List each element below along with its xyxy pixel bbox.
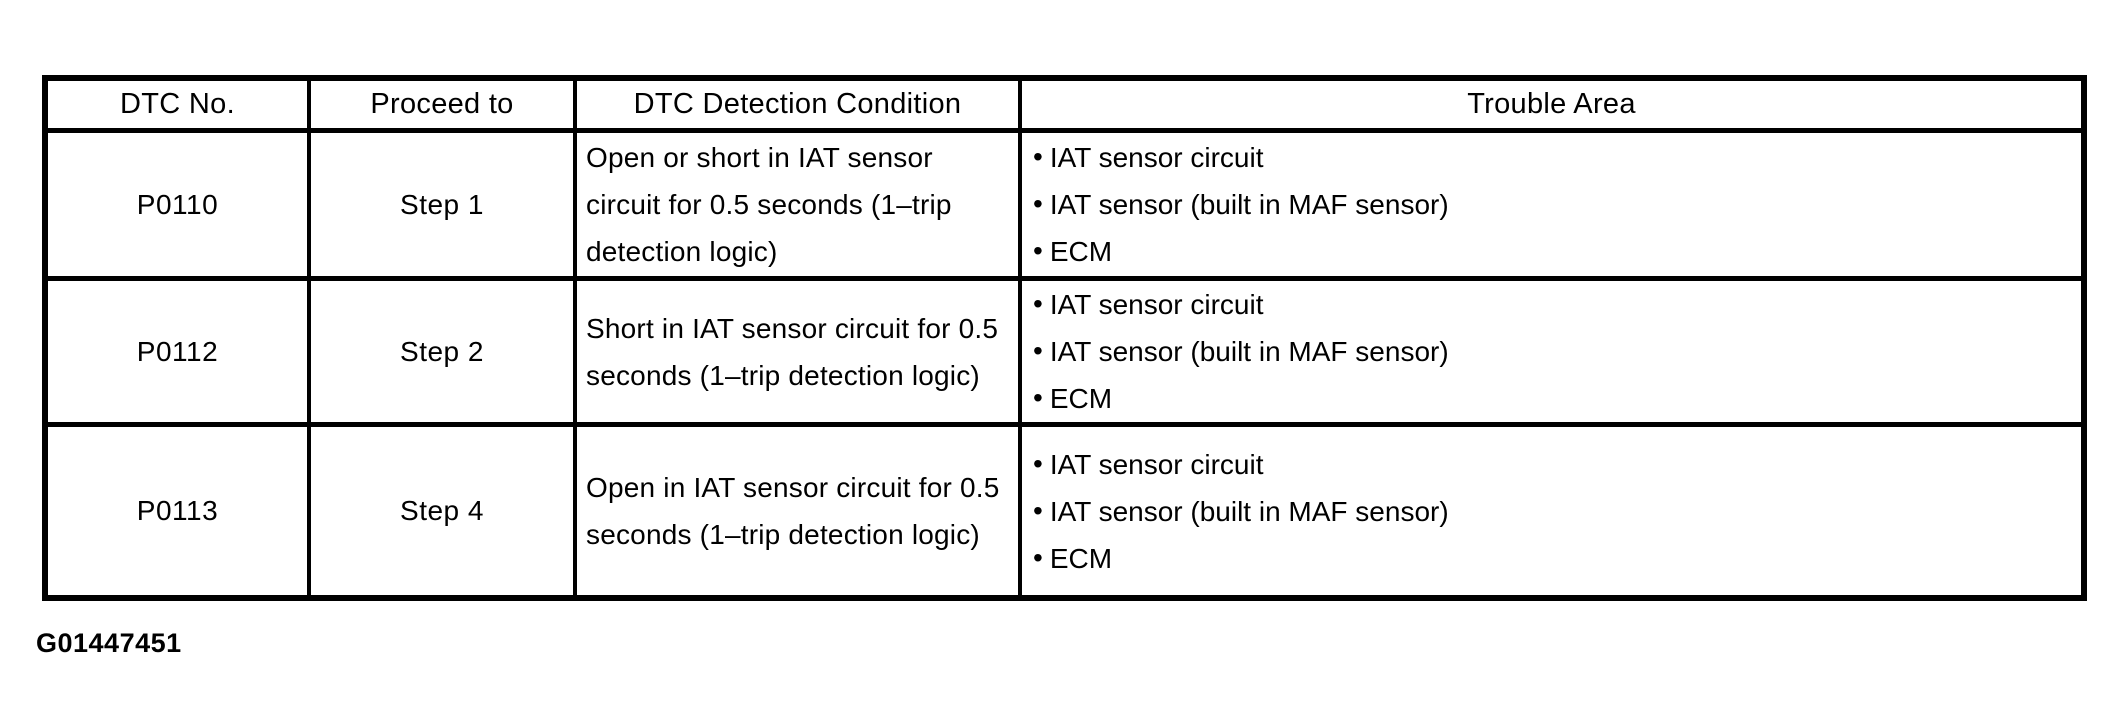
trouble-area-cell: •IAT sensor circuit •IAT sensor (built i… xyxy=(1018,276,2086,427)
proceed-to-cell: Step 2 xyxy=(307,276,577,427)
trouble-area-cell: •IAT sensor circuit •IAT sensor (built i… xyxy=(1018,128,2086,281)
bullet-icon: • xyxy=(1033,235,1043,266)
dtc-no-cell: P0112 xyxy=(43,276,311,427)
bullet-icon: • xyxy=(1033,382,1043,413)
dtc-table: DTC No. Proceed to DTC Detection Conditi… xyxy=(42,75,2087,601)
trouble-area-text: IAT sensor (built in MAF sensor) xyxy=(1049,495,1449,527)
table-row: P0112 Step 2 Short in IAT sensor circuit… xyxy=(43,276,2086,427)
bullet-icon: • xyxy=(1033,288,1043,319)
col-header-trouble-area: Trouble Area xyxy=(1018,75,2086,133)
bullet-icon: • xyxy=(1033,541,1043,573)
col-header-proceed-to: Proceed to xyxy=(307,75,577,133)
detection-condition-cell: Open or short in IAT sensor circuit for … xyxy=(573,128,1022,281)
trouble-area-item: •IAT sensor circuit xyxy=(1033,281,2081,328)
trouble-area-item: •IAT sensor circuit xyxy=(1033,134,2081,181)
trouble-area-item: •IAT sensor (built in MAF sensor) xyxy=(1033,328,2081,375)
trouble-area-item: •ECM xyxy=(1033,535,2081,582)
trouble-area-item: •IAT sensor (built in MAF sensor) xyxy=(1033,488,2081,535)
trouble-area-text: IAT sensor circuit xyxy=(1049,448,1264,480)
dtc-no-cell: P0113 xyxy=(43,422,311,601)
col-header-dtc-no: DTC No. xyxy=(43,75,311,133)
table-row: P0113 Step 4 Open in IAT sensor circuit … xyxy=(43,422,2086,601)
figure-id-label: G01447451 xyxy=(36,628,182,658)
detection-condition-cell: Short in IAT sensor circuit for 0.5 seco… xyxy=(573,276,1022,427)
detection-condition-cell: Open in IAT sensor circuit for 0.5 secon… xyxy=(573,422,1022,601)
table-row: P0110 Step 1 Open or short in IAT sensor… xyxy=(43,128,2086,281)
bullet-icon: • xyxy=(1033,447,1043,479)
header-row: DTC No. Proceed to DTC Detection Conditi… xyxy=(43,75,2086,133)
proceed-to-cell: Step 4 xyxy=(307,422,577,601)
trouble-area-item: •ECM xyxy=(1033,375,2081,422)
trouble-area-text: ECM xyxy=(1049,542,1113,574)
trouble-area-item: •IAT sensor (built in MAF sensor) xyxy=(1033,181,2081,228)
trouble-area-item: •IAT sensor circuit xyxy=(1033,441,2081,488)
trouble-area-text: ECM xyxy=(1049,236,1113,267)
bullet-icon: • xyxy=(1033,188,1043,219)
dtc-no-cell: P0110 xyxy=(43,128,311,281)
proceed-to-cell: Step 1 xyxy=(307,128,577,281)
bullet-icon: • xyxy=(1033,141,1043,172)
trouble-area-text: IAT sensor (built in MAF sensor) xyxy=(1049,189,1449,220)
trouble-area-text: ECM xyxy=(1049,383,1113,414)
trouble-area-item: •ECM xyxy=(1033,228,2081,275)
bullet-icon: • xyxy=(1033,335,1043,366)
bullet-icon: • xyxy=(1033,494,1043,526)
trouble-area-text: IAT sensor (built in MAF sensor) xyxy=(1049,336,1449,367)
col-header-detection-condition: DTC Detection Condition xyxy=(573,75,1022,133)
trouble-area-cell: •IAT sensor circuit •IAT sensor (built i… xyxy=(1018,422,2086,601)
trouble-area-text: IAT sensor circuit xyxy=(1049,142,1264,173)
trouble-area-text: IAT sensor circuit xyxy=(1049,289,1264,320)
